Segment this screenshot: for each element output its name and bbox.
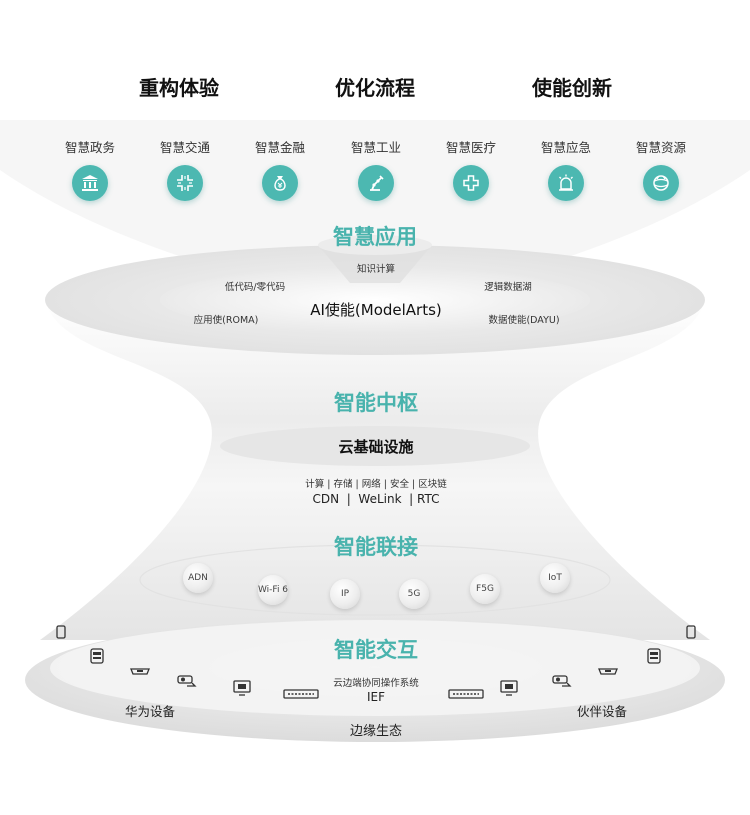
app-label-emergency: 智慧应急 xyxy=(540,140,592,155)
alarm-light-icon xyxy=(548,165,584,201)
node-iot: IoT xyxy=(540,563,570,593)
app-label-medical: 智慧医疗 xyxy=(445,140,497,155)
label-roma: 应用使(ROMA) xyxy=(193,315,259,326)
label-edge-os: 云边端协同操作系统 xyxy=(333,678,419,689)
layer-title-smart-connection: 智能联接 xyxy=(334,535,418,559)
globe-resources-icon xyxy=(643,165,679,201)
label-cloud-infrastructure: 云基础设施 xyxy=(338,438,414,456)
partner-monitor-icon xyxy=(500,680,518,696)
money-bag-icon xyxy=(262,165,298,201)
switch-icon xyxy=(283,689,319,699)
label-hub-services: 计算 | 存储 | 网络 | 安全 | 区块链 xyxy=(305,479,447,490)
layer-title-smart-application: 智慧应用 xyxy=(333,225,417,249)
pillar-enable-innovation: 使能创新 xyxy=(532,76,612,100)
layer-title-smart-interaction: 智能交互 xyxy=(334,638,418,662)
partner-router-icon xyxy=(647,648,661,664)
traffic-intersection-icon xyxy=(167,165,203,201)
government-building-icon xyxy=(72,165,108,201)
node-adn: ADN xyxy=(183,563,213,593)
app-label-traffic: 智慧交通 xyxy=(159,140,211,155)
app-label-resources: 智慧资源 xyxy=(635,140,687,155)
app-label-government: 智慧政务 xyxy=(64,140,116,155)
partner-phone-icon xyxy=(686,625,696,639)
app-label-industry: 智慧工业 xyxy=(350,140,402,155)
robot-arm-icon xyxy=(358,165,394,201)
label-huawei-devices: 华为设备 xyxy=(124,704,176,719)
label-knowledge-computing: 知识计算 xyxy=(356,264,396,275)
partner-cctv-camera-icon xyxy=(552,675,572,687)
layer-title-smart-hub: 智能中枢 xyxy=(334,391,418,415)
label-dayu: 数据使能(DAYU) xyxy=(488,315,560,326)
node-5g: 5G xyxy=(399,579,429,609)
partner-switch-icon xyxy=(448,689,484,699)
node-ip: IP xyxy=(330,579,360,609)
label-partner-devices: 伙伴设备 xyxy=(576,704,628,719)
router-icon xyxy=(90,648,104,664)
label-lowcode: 低代码/零代码 xyxy=(224,282,286,293)
cctv-camera-icon xyxy=(177,675,197,687)
phone-icon xyxy=(56,625,66,639)
label-edge-ecosystem: 边缘生态 xyxy=(349,724,403,739)
partner-camera-dome-icon xyxy=(598,668,618,675)
pillar-optimize-process: 优化流程 xyxy=(335,76,415,100)
monitor-icon xyxy=(233,680,251,696)
label-modelarts: AI使能(ModelArts) xyxy=(310,301,442,319)
camera-dome-icon xyxy=(130,668,150,675)
node-wifi6: Wi-Fi 6 xyxy=(258,575,288,605)
label-cdn-welink-rtc: CDN | WeLink | RTC xyxy=(312,492,440,506)
pillar-reconstruct-experience: 重构体验 xyxy=(139,76,219,100)
app-label-finance: 智慧金融 xyxy=(254,140,306,155)
node-f5g: F5G xyxy=(470,574,500,604)
label-logical-datalake: 逻辑数据湖 xyxy=(484,282,532,293)
medical-cross-icon xyxy=(453,165,489,201)
label-ief: IEF xyxy=(366,690,386,704)
